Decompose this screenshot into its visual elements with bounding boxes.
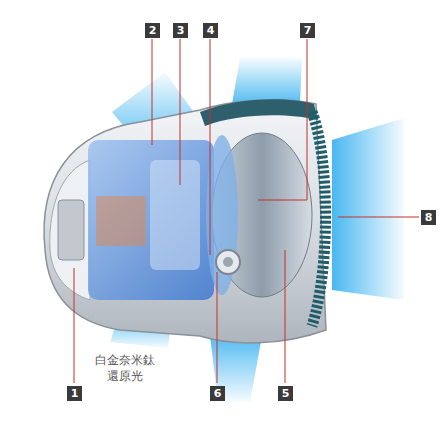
callout-number: 4 <box>203 23 218 38</box>
callout-number: 1 <box>67 386 82 401</box>
callout-number: 5 <box>278 386 293 401</box>
callout-number: 2 <box>145 23 160 38</box>
callout-number: 8 <box>421 210 436 225</box>
callout-number: 7 <box>300 23 315 38</box>
callout-number: 6 <box>210 386 225 401</box>
callout-number: 3 <box>173 23 188 38</box>
feature-note: 白金奈米鈦 還原光 <box>90 352 160 384</box>
